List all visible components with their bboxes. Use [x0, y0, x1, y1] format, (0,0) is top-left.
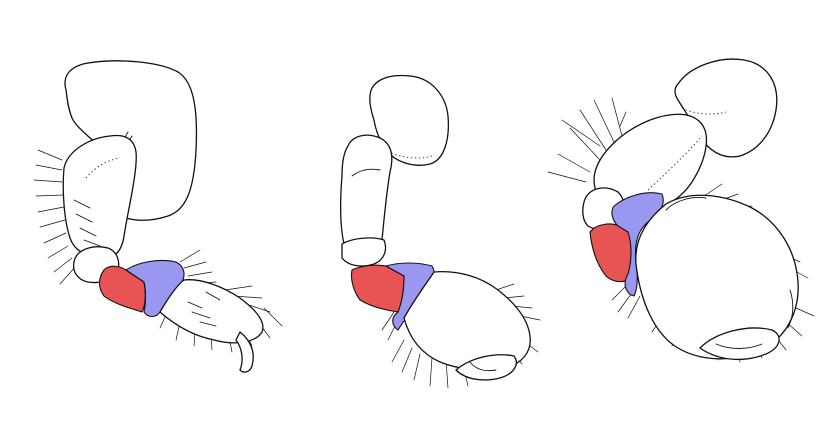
panel-2-coxa-outline — [369, 74, 450, 166]
panel-1-basis-outline — [62, 134, 137, 259]
panel-1-dactylus-outline — [235, 331, 254, 373]
panel-2-dactylus-outline — [455, 354, 517, 381]
panel-2-basis-outline — [340, 134, 393, 248]
panel-1-leg — [33, 60, 283, 373]
panel-2-ischium-outline — [341, 237, 387, 267]
panel-2-propodus-outline — [403, 270, 531, 371]
panel-1-merus-highlight — [98, 265, 146, 313]
panel-3-propodus-outline — [635, 194, 799, 360]
panel-1-propodus-outline — [159, 279, 264, 344]
panel-3-dactylus-outline — [699, 327, 780, 361]
panel-3-leg — [547, 58, 815, 363]
panel-2-leg — [340, 74, 541, 389]
